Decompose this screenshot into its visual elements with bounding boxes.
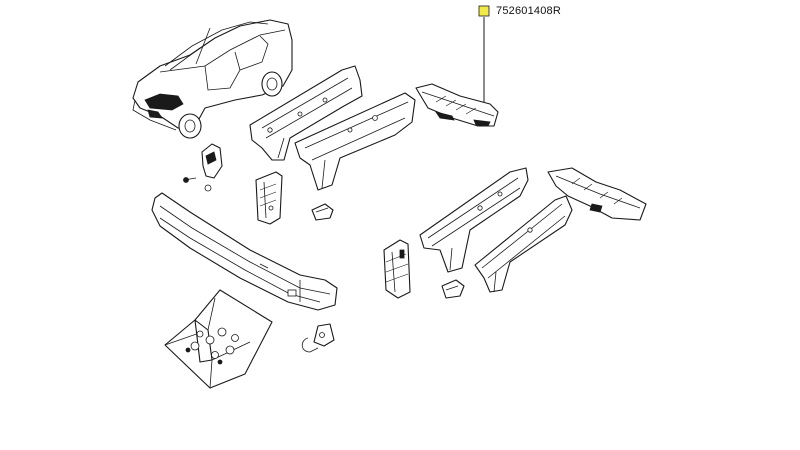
part-752601408R[interactable] [415, 83, 499, 127]
tow-hook-bracket [183, 143, 223, 192]
bracket-right [383, 239, 411, 299]
callout-marker[interactable] [478, 5, 490, 17]
rear-floor-panel-right [547, 167, 647, 221]
bracket-left [255, 171, 283, 225]
front-side-member-left [249, 65, 363, 161]
clip-bracket-right [441, 279, 465, 299]
callout-leader-line [482, 17, 485, 111]
tow-hook [301, 323, 335, 353]
part-reference-label: 752601408R [496, 5, 562, 17]
side-member-reinforcement-right [474, 195, 573, 293]
front-side-member-right [419, 167, 529, 273]
side-member-reinforcement-left [294, 92, 416, 191]
clip-bracket [311, 203, 334, 221]
fastener-kit-box [164, 289, 273, 389]
vehicle-outline [132, 19, 293, 139]
front-cross-member [151, 192, 338, 311]
